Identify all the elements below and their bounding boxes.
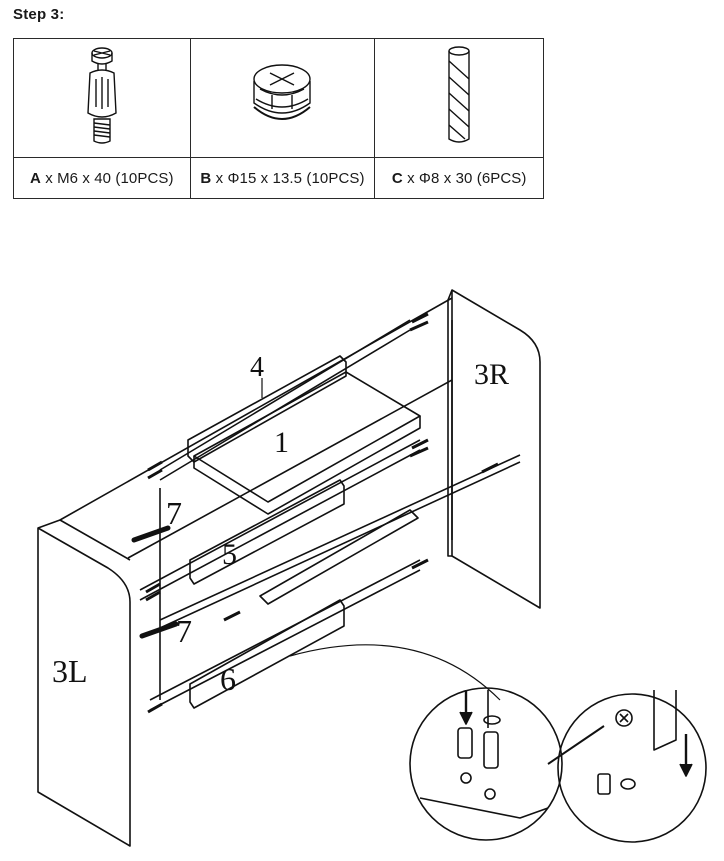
wood-dowel-icon	[448, 45, 470, 143]
hardware-table: A x M6 x 40 (10PCS) B x Φ15 x 13.5 (10PC…	[13, 38, 544, 199]
label-arrow-upper: 7	[166, 495, 182, 531]
detail-circle-left	[409, 687, 563, 841]
step-title: Step 3:	[13, 6, 65, 23]
part-c-label: C x Φ8 x 30 (6PCS)	[374, 157, 544, 199]
label-arrow-lower: 7	[176, 613, 192, 649]
part-a-cell	[13, 38, 191, 158]
label-side-left: 3L	[52, 653, 88, 689]
rail-panel-5	[189, 479, 345, 585]
side-panel-right	[451, 289, 541, 609]
label-rail-lower: 6	[220, 661, 236, 697]
detail-circle-right	[557, 693, 707, 843]
arrow-7-upper	[131, 525, 171, 543]
part-b-label: B x Φ15 x 13.5 (10PCS)	[189, 157, 376, 199]
rail-panel-6	[189, 599, 345, 709]
label-side-right: 3R	[474, 358, 509, 391]
part-b-cell	[189, 38, 376, 158]
arrow-7-lower	[139, 621, 179, 639]
cam-lock-icon	[253, 63, 312, 120]
top-rail-panel	[187, 355, 347, 463]
label-rail-upper: 5	[222, 538, 237, 571]
cam-bolt-icon	[87, 46, 117, 144]
part-a-label: A x M6 x 40 (10PCS)	[13, 157, 191, 199]
label-shelf-mid: 1	[274, 426, 289, 459]
side-panel-left	[37, 527, 131, 847]
part-c-cell	[374, 38, 544, 158]
label-shelf-top: 4	[250, 352, 264, 383]
